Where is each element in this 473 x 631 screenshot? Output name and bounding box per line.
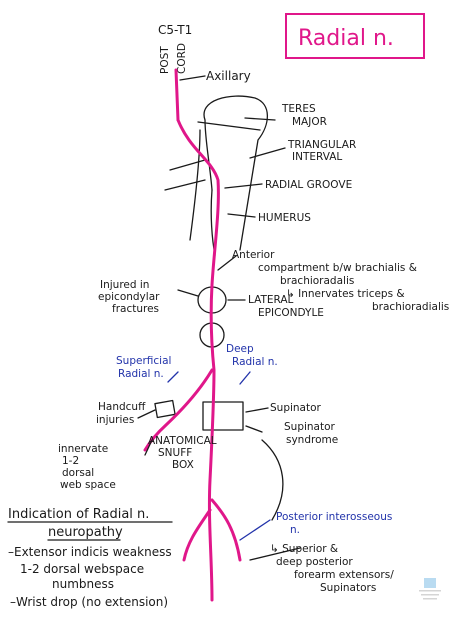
- label-pin-branches-4: Supinators: [320, 582, 376, 594]
- label-innervates: ↳ Innervates triceps &: [286, 288, 405, 300]
- label-brachioradialis: brachioradalis: [280, 275, 354, 287]
- label-handcuff-2: injuries: [96, 414, 134, 426]
- title-box: [285, 13, 425, 59]
- label-handcuff-1: Handcuff: [98, 401, 146, 413]
- label-pin-branches-3: forearm extensors/: [294, 569, 394, 581]
- label-injured-1: Injured in: [100, 279, 149, 291]
- label-compartment: compartment b/w brachialis &: [258, 262, 417, 274]
- label-teres-major-2: MAJOR: [292, 116, 327, 128]
- label-injured-3: fractures: [112, 303, 159, 315]
- label-teres-major-1: TERES: [281, 103, 316, 115]
- label-superficial-1: Superficial: [116, 355, 171, 367]
- indications-heading-2: neuropathy: [48, 525, 123, 540]
- label-supinator: Supinator: [270, 402, 322, 414]
- indications-heading-1: Indication of Radial n.: [8, 507, 149, 522]
- label-snuffbox-1: ANATOMICAL: [148, 435, 217, 447]
- title: Radial n.: [298, 26, 394, 51]
- label-posterior-interosseous-2: n.: [290, 524, 300, 536]
- label-humerus: HUMERUS: [258, 212, 311, 224]
- cord-label-post: POST: [159, 46, 171, 74]
- label-innervate-web-2: 1-2: [62, 455, 79, 467]
- root-label: C5-T1: [158, 23, 192, 37]
- snuffbox-shape: [154, 399, 176, 419]
- label-deep-2: Radial n.: [232, 356, 278, 368]
- label-triangular-2: INTERVAL: [292, 151, 342, 163]
- cord-label-cord: CORD: [176, 43, 188, 74]
- radial-nerve-path: [143, 68, 242, 602]
- indication-item-2: 1-2 dorsal webspace: [20, 562, 144, 576]
- label-triangular-1: TRIANGULAR: [287, 139, 356, 151]
- label-deep-1: Deep: [226, 343, 254, 355]
- watermark-logo: [419, 578, 441, 600]
- label-innervate-web-3: dorsal: [62, 467, 94, 479]
- label-supinator-syndrome-2: syndrome: [286, 434, 338, 446]
- label-snuffbox-2: SNUFF: [158, 447, 192, 459]
- label-injured-2: epicondylar: [98, 291, 160, 303]
- indication-item-3: numbness: [52, 577, 114, 591]
- indication-item-1: –Extensor indicis weakness: [8, 545, 172, 559]
- label-innervate-web-4: web space: [60, 479, 116, 491]
- label-posterior-interosseous-1: Posterior interosseous: [276, 511, 392, 523]
- label-axillary: Axillary: [206, 69, 251, 83]
- label-innervates-2: brachioradialis: [372, 301, 449, 313]
- indication-item-4: –Wrist drop (no extension): [10, 595, 168, 609]
- label-innervate-web-1: innervate: [58, 443, 108, 455]
- label-anterior: Anterior: [232, 249, 275, 261]
- label-lateral-epicondyle-2: EPICONDYLE: [258, 307, 324, 319]
- label-pin-branches-1: ↳ Superior &: [270, 543, 338, 555]
- supinator-shape: [202, 401, 244, 431]
- label-snuffbox-3: BOX: [172, 459, 194, 471]
- label-superficial-2: Radial n.: [118, 368, 164, 380]
- label-radial-groove: RADIAL GROOVE: [265, 179, 352, 191]
- label-pin-branches-2: deep posterior: [276, 556, 353, 568]
- pointer-arrows: [137, 75, 301, 561]
- label-lateral-epicondyle-1: LATERAL: [248, 294, 294, 306]
- label-supinator-syndrome-1: Supinator: [284, 421, 336, 433]
